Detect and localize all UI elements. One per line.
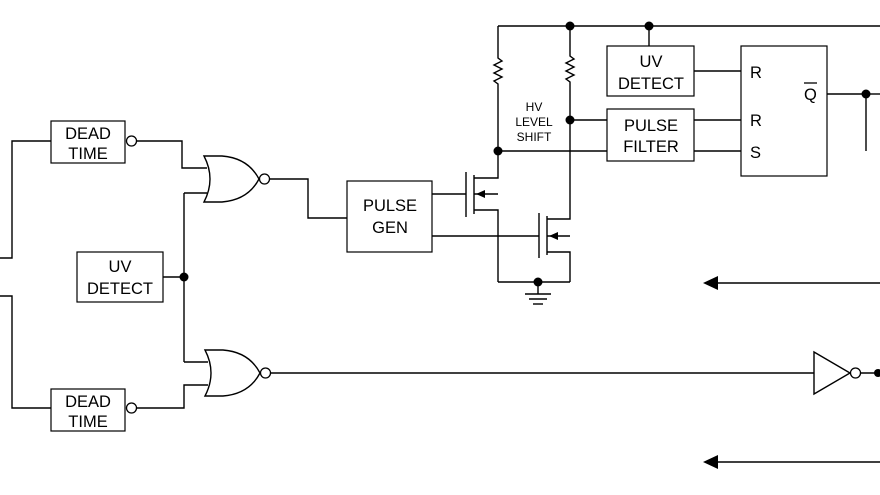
nor-gate-bottom	[203, 349, 272, 397]
hv-level-shift-label: HV LEVEL SHIFT	[515, 100, 553, 144]
dead-time-top-inverter-bubble	[125, 135, 138, 147]
dead-time-top-block: DEAD TIME	[50, 120, 138, 164]
uv-detect-left-line1: UV	[109, 258, 132, 276]
wire-deadtime-top-to-nor	[137, 140, 207, 169]
pulse-filter-line1: PULSE	[624, 117, 678, 135]
latch-s-label: S	[750, 144, 761, 162]
mosfet-2	[538, 120, 571, 282]
uv-detect-right-line1: UV	[640, 53, 663, 71]
pulse-filter-line2: FILTER	[623, 138, 679, 156]
arrow-left-icon	[703, 276, 718, 290]
dead-time-bottom-inverter-bubble	[125, 402, 138, 414]
latch-r2-label: R	[750, 112, 762, 130]
mosfet-1	[465, 151, 499, 282]
junction-left-drain	[493, 146, 503, 156]
arrow-lower	[703, 455, 880, 469]
junction-uv-left	[179, 272, 189, 282]
pulse-gen-block: PULSE GEN	[346, 180, 433, 253]
pulse-filter-block: PULSE FILTER	[606, 108, 695, 162]
hv-label-line1: HV	[526, 100, 543, 114]
inverter-bubble	[849, 367, 862, 379]
nor-gate-top	[202, 155, 271, 203]
junction-right-drain	[565, 115, 575, 125]
junction-rail-right-resistor	[565, 21, 575, 31]
hv-label-line2: LEVEL	[515, 115, 553, 129]
wire-latch-q-out	[827, 93, 867, 151]
wire-deadtime-bottom-to-nor	[137, 384, 208, 409]
latch-r1-label: R	[750, 64, 762, 82]
dead-time-bottom-line1: DEAD	[65, 393, 111, 411]
arrow-upper	[703, 276, 880, 290]
ground-icon	[525, 282, 551, 305]
pulse-gen-line2: GEN	[372, 219, 408, 237]
dead-time-bottom-line2: TIME	[68, 413, 107, 431]
inverter-buffer	[813, 350, 862, 396]
junction-inverter-out	[874, 369, 880, 377]
rs-latch-block: R R S Q	[740, 45, 828, 177]
uv-detect-left-block: UV DETECT	[76, 251, 164, 303]
dead-time-bottom-block: DEAD TIME	[50, 388, 138, 432]
wire-nor-to-pulse-gen	[270, 178, 347, 219]
uv-detect-right-line2: DETECT	[618, 75, 684, 93]
latch-q-label: Q	[804, 86, 817, 104]
pulse-gen-line1: PULSE	[363, 197, 417, 215]
dead-time-top-line2: TIME	[68, 145, 107, 163]
uv-detect-right-block: UV DETECT	[606, 45, 695, 97]
hv-label-line3: SHIFT	[517, 130, 552, 144]
arrow-left-icon	[703, 455, 718, 469]
resistor-left	[492, 26, 504, 151]
nor-gate-bottom-bubble	[259, 367, 272, 379]
dead-time-top-line1: DEAD	[65, 125, 111, 143]
nor-gate-top-bubble	[258, 173, 271, 185]
resistor-right	[564, 26, 576, 120]
uv-detect-left-line2: DETECT	[87, 280, 153, 298]
input-wiring	[0, 140, 51, 409]
